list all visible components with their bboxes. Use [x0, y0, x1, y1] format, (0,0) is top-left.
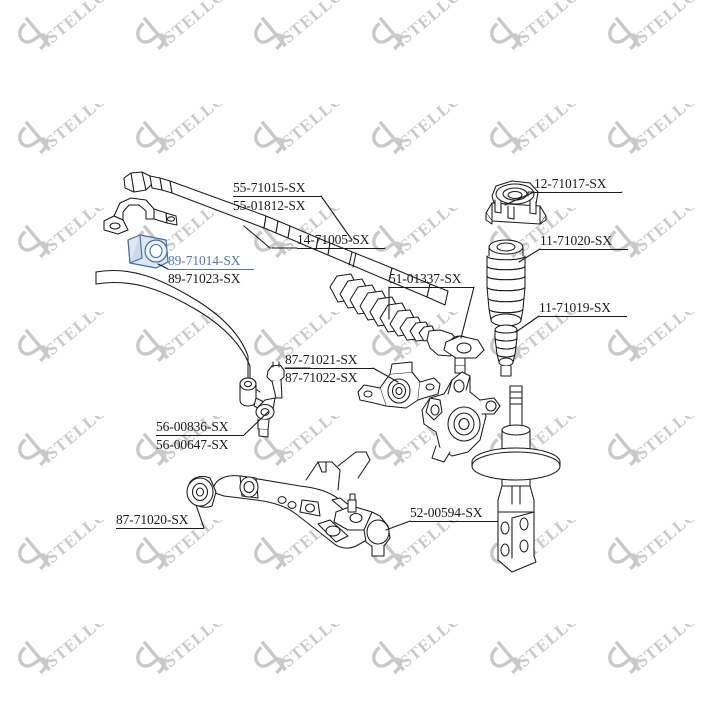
part-number-label: 89-71023-SX [168, 271, 241, 286]
part-number-label: 87-71020-SX [116, 512, 189, 527]
label-underline [156, 435, 244, 436]
part-number-label: 55-71015-SX [233, 180, 306, 195]
label-underline [297, 248, 385, 249]
part-number-label: 52-00594-SX [410, 505, 483, 520]
label-underline [389, 287, 474, 288]
label-underline [285, 368, 373, 369]
part-number-label: 11-71020-SX [540, 233, 612, 248]
part-number-label: 89-71014-SX [168, 253, 241, 268]
part-number-label: 56-00647-SX [156, 437, 229, 452]
label-underline [534, 192, 622, 193]
part-number-label: 14-71005-SX [297, 232, 370, 247]
label-underline [539, 316, 627, 317]
part-number-label: 11-71019-SX [539, 300, 611, 315]
part-number-label: 55-01812-SX [233, 198, 306, 213]
part-number-label: 87-71022-SX [285, 370, 358, 385]
label-underline [410, 521, 498, 522]
label-underline [540, 249, 628, 250]
label-underline [233, 196, 321, 197]
part-number-label: 87-71021-SX [285, 352, 358, 367]
part-number-label: 56-00836-SX [156, 419, 229, 434]
label-underline [116, 528, 204, 529]
label-underline [168, 269, 254, 270]
part-number-label: 12-71017-SX [534, 176, 607, 191]
part-number-label: 51-01337-SX [389, 271, 462, 286]
